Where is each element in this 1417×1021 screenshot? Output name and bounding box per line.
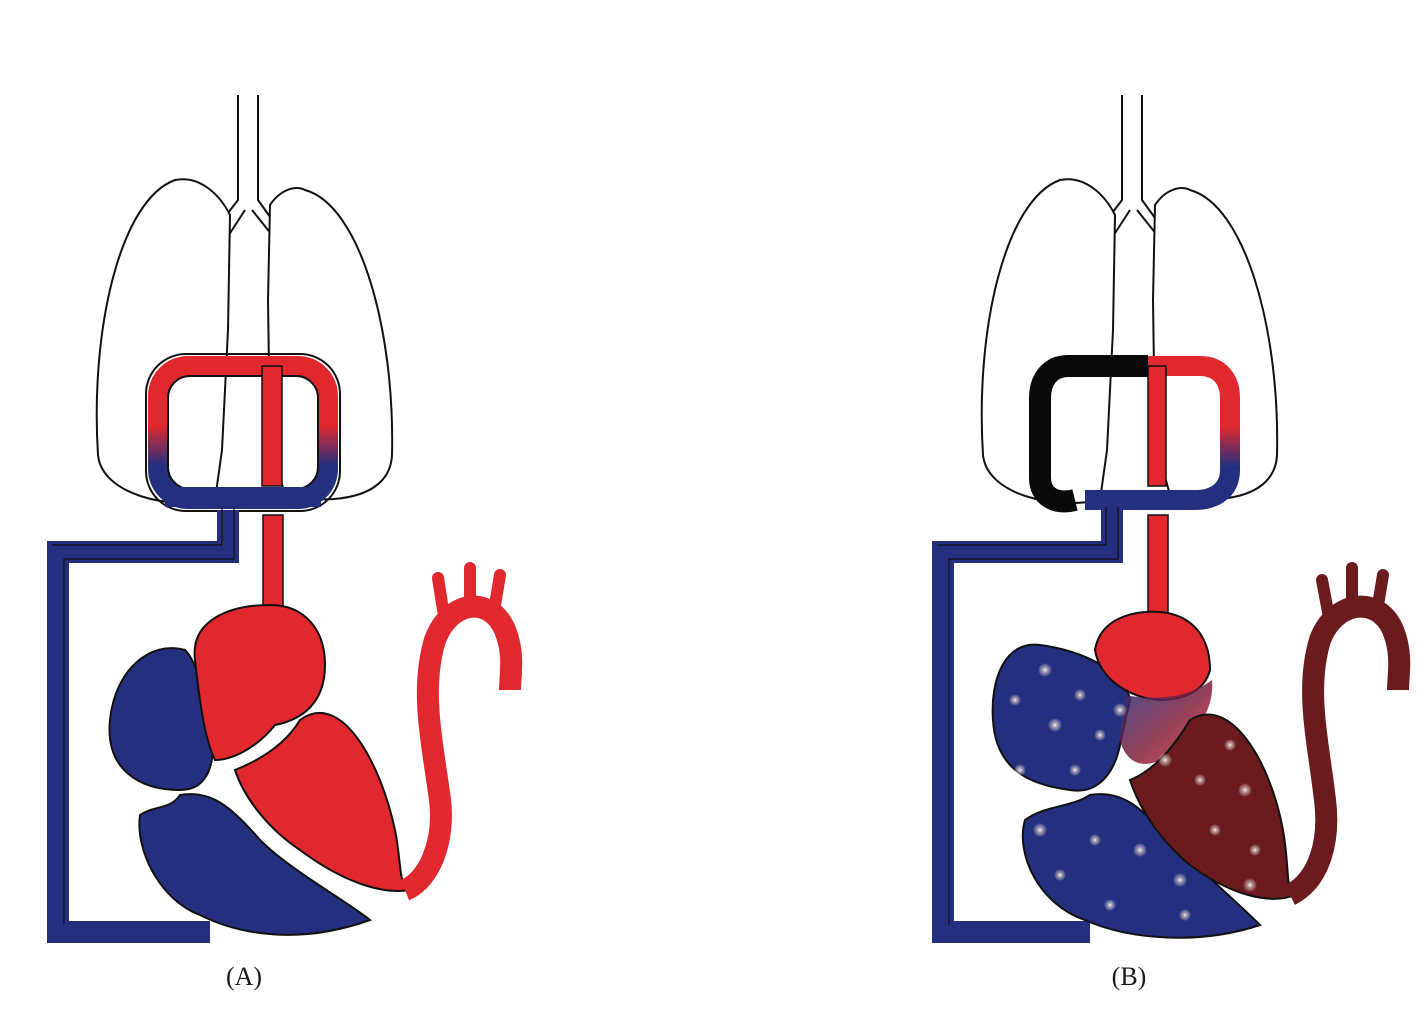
panel-label-b: (B) xyxy=(1111,962,1147,991)
left-lung xyxy=(95,178,232,504)
aorta-b xyxy=(1284,595,1411,905)
panel-b xyxy=(932,95,1411,943)
occluded-pulmonary-branch xyxy=(1029,355,1148,513)
left-atrium-a xyxy=(193,603,327,762)
pulmonary-loop-right xyxy=(1085,356,1240,510)
microbubbles xyxy=(1009,663,1261,921)
aorta-a xyxy=(399,595,523,901)
right-lung xyxy=(266,187,394,501)
pulmonary-loop-bottom xyxy=(165,487,321,507)
pulmonary-trunk-stem-b xyxy=(1147,365,1167,487)
panel-label-a: (A) xyxy=(225,962,263,991)
left-ventricle-a xyxy=(233,712,414,892)
venous-return-b xyxy=(932,510,1123,943)
venous-return-a xyxy=(47,510,239,943)
pulmonary-artery-b xyxy=(1147,514,1169,626)
left-lung xyxy=(980,178,1117,504)
right-ventricle-a xyxy=(138,793,373,936)
left-atrium-b xyxy=(1093,610,1212,702)
mixing-zone xyxy=(1120,680,1213,764)
right-lung xyxy=(1151,187,1279,501)
pulmonary-trunk-stem-a xyxy=(261,365,283,487)
panel-a xyxy=(47,95,523,943)
trachea xyxy=(1064,95,1206,296)
trachea xyxy=(179,95,321,296)
right-ventricle-b xyxy=(1021,793,1262,939)
